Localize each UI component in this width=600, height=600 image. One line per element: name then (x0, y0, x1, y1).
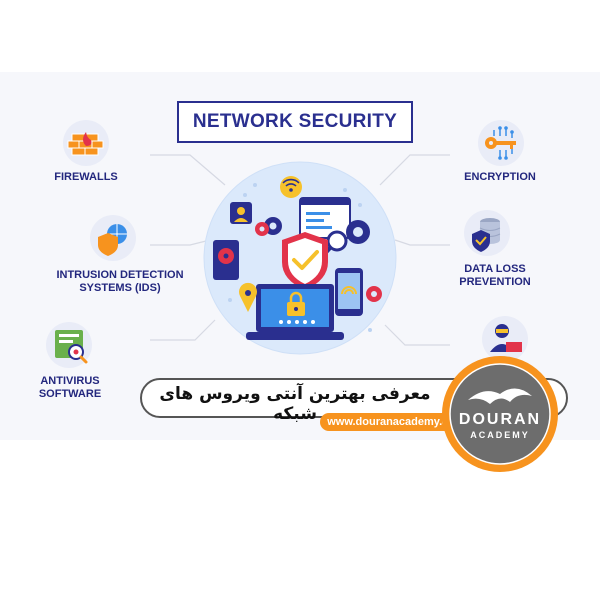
firewalls-label: FIREWALLS (54, 171, 118, 183)
website-url[interactable]: www.douranacademy.com (320, 413, 472, 431)
hacker-icon (482, 316, 528, 362)
antivirus-icon (46, 322, 92, 368)
hard-drive-icon (213, 240, 239, 280)
douran-academy-logo: DOURAN ACADEMY (442, 356, 558, 472)
dlp-label-line1: DATA LOSS (464, 263, 526, 275)
smartphone-icon (335, 268, 363, 316)
antivirus-label: ANTIVIRUS SOFTWARE (30, 375, 110, 401)
gear-icon (255, 217, 282, 236)
dlp-label: DATA LOSS PREVENTION (440, 263, 550, 289)
shield-check-icon (282, 232, 328, 290)
user-badge-icon (230, 202, 252, 224)
firewall-icon (63, 120, 109, 166)
antivirus-label-line1: ANTIVIRUS (40, 375, 100, 387)
encryption-label: ENCRYPTION (464, 171, 536, 183)
key-circuit-icon (478, 120, 524, 166)
ids-label: INTRUSION DETECTION SYSTEMS (IDS) (40, 269, 200, 295)
dlp-label-line2: PREVENTION (459, 276, 531, 288)
location-pin-icon (239, 282, 257, 312)
logo-line2: ACADEMY (470, 430, 530, 440)
shield-globe-icon (90, 215, 136, 261)
gear-small-icon (366, 286, 382, 302)
wifi-signal-icon (280, 176, 302, 198)
ids-label-line2: SYSTEMS (IDS) (79, 282, 161, 294)
laptop-lock-icon (246, 284, 344, 340)
logo-line1: DOURAN (459, 411, 541, 428)
antivirus-label-line2: SOFTWARE (38, 388, 102, 400)
page-title: NETWORK SECURITY (177, 101, 413, 143)
banner-title: معرفی بهترین آنتی ویروس های شبکه (159, 384, 431, 424)
browser-window-icon (299, 197, 351, 239)
gear-right-icon (346, 220, 370, 244)
ids-label-line1: INTRUSION DETECTION (56, 269, 184, 281)
database-shield-icon (464, 210, 510, 256)
